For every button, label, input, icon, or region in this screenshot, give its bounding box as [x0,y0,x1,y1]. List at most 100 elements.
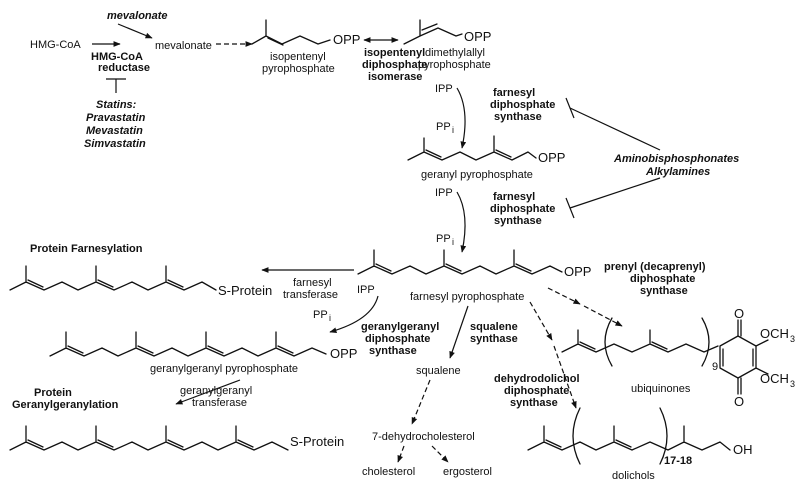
mevalonate-title: mevalonate [107,10,168,22]
cholesterol-label: cholesterol [362,466,415,478]
fpp-opp-label: OPP [564,264,591,279]
fps-step1-arrow [456,87,467,149]
mevastatin-label: Mevastatin [86,125,143,137]
ggps-line1: geranylgeranyl [361,321,439,333]
ipp-input-2: IPP [435,187,453,199]
ergosterol-label: ergosterol [443,466,492,478]
fpp-name: farnesyl pyrophosphate [410,291,524,303]
gg-s-protein-label: S-Protein [290,434,344,449]
mevalonate-pointer-arrow [117,23,153,39]
protein-farnesylation-label: Protein Farnesylation [30,243,143,255]
inhibitor-aminobisphosphonates: Aminobisphosphonates [613,153,739,165]
protein-gg-line1: Protein [34,387,72,399]
prenyl-synthase-line3: synthase [640,285,688,297]
gg-transferase-line1: geranylgeranyl [180,385,252,397]
ipp-input-1: IPP [435,83,453,95]
fps-1-line3: synthase [494,111,542,123]
fps-2-inhibition [565,177,661,219]
ggpp-name: geranylgeranyl pyrophosphate [150,363,298,375]
methoxy-2: OCH [760,371,789,386]
dolichol-bracket-left [572,407,581,465]
ipp-name-line2: pyrophosphate [262,63,335,75]
ppi-output-2-sub: i [452,237,454,247]
statins-label: Statins: [96,99,137,111]
dehydrocholesterol-label: 7-dehydrocholesterol [372,431,475,443]
hmg-coa-reductase-line1: HMG-CoA [91,51,143,63]
methoxy-1-sub: 3 [790,334,795,344]
ubiquinone-arrow-1 [547,287,581,305]
isomerase-line1: isopentenyl [364,47,425,59]
quinone-carbonyl-bottom [737,377,742,395]
mevalonate-label: mevalonate [155,40,212,52]
quinone-o-bottom: O [734,394,744,409]
methoxy-bond-2 [755,367,769,375]
fps-1-line2: diphosphate [490,99,555,111]
dolichol-repeat-label: 17-18 [664,455,692,467]
simvastatin-label: Simvastatin [84,138,146,150]
fps-step2-arrow [456,191,467,253]
dmapp-structure [403,19,463,45]
dehydrodolichol-line1: dehydrodolichol [494,373,580,385]
ggps-arrow [329,295,379,333]
dolichol-structure [527,425,731,451]
statin-inhibition-bar [106,78,126,93]
methoxy-2-sub: 3 [790,379,795,389]
ggps-line3: synthase [369,345,417,357]
dhc-to-cholesterol-arrow [397,445,405,463]
gg-transferase-line2: transferase [192,397,247,409]
ipp-opp-label: OPP [333,32,360,47]
ubiquinone-chain-structure [561,329,719,353]
ppi-output-3: PP [313,309,328,321]
ubiquinone-arrow-2 [583,305,623,327]
quinone-ring [719,335,757,379]
dolichol-oh-label: OH [733,442,753,457]
dmapp-opp-label: OPP [464,29,491,44]
ppi-output-3-sub: i [329,313,331,323]
squalene-label: squalene [416,365,461,377]
fps-2-line1: farnesyl [493,191,535,203]
ipp-name-line1: isopentenyl [270,51,326,63]
inhibitor-alkylamines: Alkylamines [645,166,710,178]
ubi-bracket-left [604,317,613,367]
gpp-opp-label: OPP [538,150,565,165]
farnesyl-s-protein-label: S-Protein [218,283,272,298]
fps-1-line1: farnesyl [493,87,535,99]
dolichol-arrow-2 [553,345,577,409]
ppi-output-1-sub: i [452,125,454,135]
squalene-synthase-line2: synthase [470,333,518,345]
ppi-output-1: PP [436,121,451,133]
isomerase-line2: diphosphate [362,59,427,71]
fps-2-line3: synthase [494,215,542,227]
fps-2-line2: diphosphate [490,203,555,215]
ubi-bracket-right [701,317,710,367]
ggps-line2: diphosphate [365,333,430,345]
farnesyl-transferase-line1: farnesyl [293,277,332,289]
farnesyl-protein-structure [9,265,217,291]
squalene-synthase-arrow [449,305,469,359]
ppi-output-2: PP [436,233,451,245]
isomerase-line3: isomerase [368,71,422,83]
gg-protein-structure [9,425,289,451]
hmg-coa-label: HMG-CoA [30,39,81,51]
dmapp-name-line2: pyrophosphate [418,59,491,71]
dolichol-arrow-1 [529,301,553,341]
dmapp-name-line1: dimethylallyl [425,47,485,59]
prenyl-synthase-line2: diphosphate [630,273,695,285]
squalene-to-dhc-arrow [411,379,431,425]
quinone-o-top: O [734,306,744,321]
fpp-structure [357,249,563,275]
ipp-structure [251,19,331,46]
farnesyl-transferase-line2: transferase [283,289,338,301]
ubiquinones-name: ubiquinones [631,383,691,395]
methoxy-1: OCH [760,326,789,341]
fps-1-inhibition [565,97,661,151]
dehydrodolichol-line3: synthase [510,397,558,409]
gpp-structure [407,135,537,161]
dehydrodolichol-line2: diphosphate [504,385,569,397]
prenyl-synthase-line1: prenyl (decaprenyl) [604,261,706,273]
ipp-input-3: IPP [357,284,375,296]
dhc-to-ergosterol-arrow [431,445,449,463]
gg-transferase-arrow [175,379,241,405]
